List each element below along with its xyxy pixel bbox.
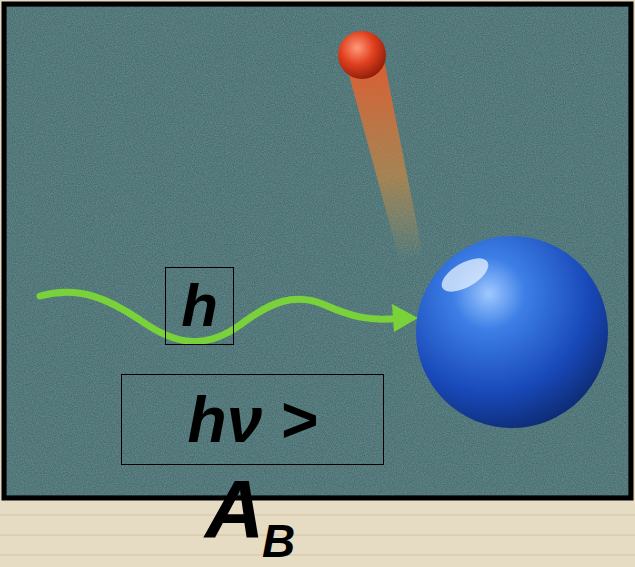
work-function-symbol: A [205, 468, 264, 550]
formula-text: h [181, 276, 218, 336]
text-box: hν > [121, 374, 384, 465]
text-box: h [165, 267, 234, 345]
subscript-label: B [262, 518, 295, 564]
formula-text: hν > [188, 388, 318, 452]
